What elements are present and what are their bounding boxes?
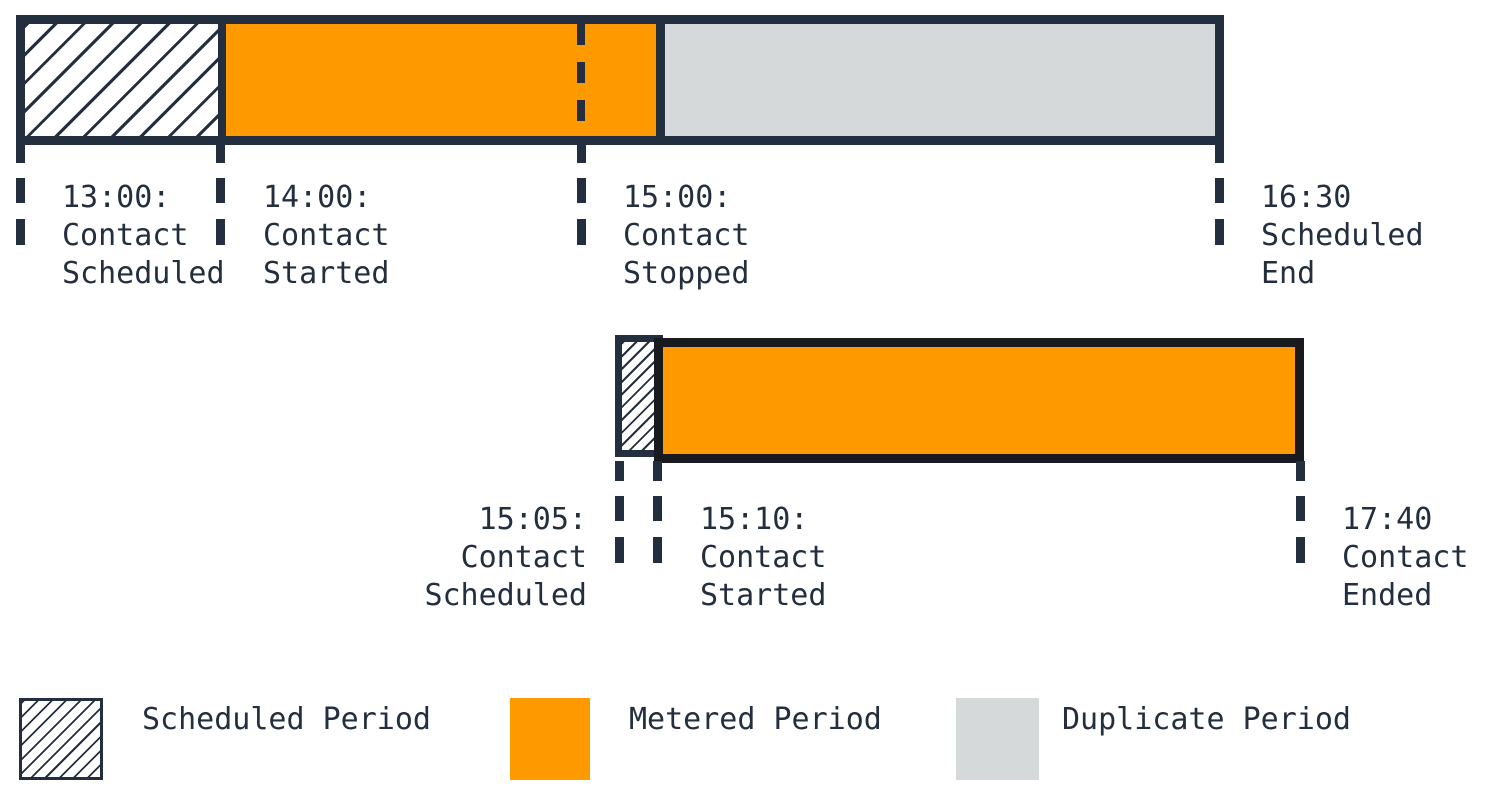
segment-divider: [656, 24, 665, 136]
contact-stopped-dashed-line: [577, 24, 585, 136]
event-label-contact-stopped-1500: 15:00: Contact Stopped: [623, 179, 749, 293]
event-desc-line: Stopped: [623, 256, 750, 291]
legend-label-duplicate-period: Duplicate Period: [1062, 702, 1351, 737]
event-desc-line: Scheduled: [62, 256, 225, 291]
event-desc-line: Started: [263, 256, 390, 291]
event-time: 16:30: [1261, 180, 1352, 215]
event-desc-line: Contact: [1342, 540, 1469, 575]
event-time: 15:05:: [478, 502, 587, 537]
event-label-contact-started-1400: 14:00: Contact Started: [263, 179, 389, 293]
scheduled-period-segment: [25, 24, 218, 136]
event-desc-line: Contact: [700, 540, 827, 575]
event-time: 17:40: [1342, 502, 1433, 537]
legend-swatch-duplicate-period: [956, 698, 1039, 780]
event-desc-line: Contact: [263, 218, 390, 253]
event-desc-line: Started: [700, 578, 827, 613]
legend-swatch-scheduled-period: [19, 698, 103, 780]
metered-period-segment-2: [654, 338, 1304, 463]
event-label-contact-started-1510: 15:10: Contact Started: [700, 501, 826, 615]
event-time: 13:00:: [62, 180, 171, 215]
event-time: 14:00:: [263, 180, 372, 215]
event-label-scheduled-end-1630: 16:30 Scheduled End: [1261, 179, 1424, 293]
tick-15-05: [615, 461, 624, 563]
legend-swatch-metered-period: [510, 698, 590, 780]
event-desc-line: Scheduled: [424, 578, 587, 613]
segment-divider: [218, 24, 226, 136]
timeline-bar-1: [16, 15, 1224, 145]
legend-label-scheduled-period: Scheduled Period: [142, 702, 431, 737]
event-time: 15:00:: [623, 180, 732, 215]
event-label-contact-ended-1740: 17:40 Contact Ended: [1342, 501, 1468, 615]
event-desc-line: Contact: [460, 540, 587, 575]
tick-17-40: [1296, 461, 1305, 563]
tick-15-00: [577, 143, 586, 245]
event-label-contact-scheduled-1300: 13:00: Contact Scheduled: [62, 179, 225, 293]
event-desc-line: Contact: [62, 218, 189, 253]
event-desc-line: End: [1261, 256, 1316, 291]
event-desc-line: Scheduled: [1261, 218, 1424, 253]
tick-16-30: [1215, 143, 1224, 245]
legend-label-metered-period: Metered Period: [629, 702, 882, 737]
event-time: 15:10:: [700, 502, 809, 537]
tick-13-00: [16, 143, 25, 245]
event-desc-line: Contact: [623, 218, 750, 253]
tick-14-00: [216, 143, 225, 245]
event-label-contact-scheduled-1505: 15:05: Contact Scheduled: [287, 501, 587, 615]
event-desc-line: Ended: [1342, 578, 1433, 613]
duplicate-period-segment: [665, 24, 1215, 136]
metered-period-segment: [226, 24, 656, 136]
tick-15-10: [653, 461, 662, 563]
